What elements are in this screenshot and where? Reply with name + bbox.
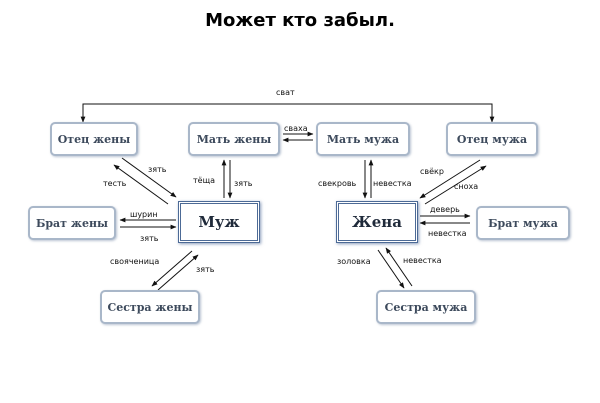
node-husband: Муж <box>178 201 260 243</box>
node-wife-mother: Мать жены <box>188 122 280 156</box>
label-zyat-2: зять <box>234 179 253 188</box>
svoyachenitsa-arrow <box>151 250 193 287</box>
label-nevestka-2: невестка <box>428 229 467 238</box>
node-husband-sister: Сестра мужа <box>376 290 476 324</box>
page-title: Может кто забыл. <box>205 10 395 31</box>
zolovka-arrow <box>377 249 405 289</box>
label-zyat-4: зять <box>196 265 215 274</box>
label-nevestka-1: невестка <box>373 179 412 188</box>
zyat-arrow-1 <box>121 157 177 198</box>
node-wife-brother: Брат жены <box>28 206 116 240</box>
node-wife-sister: Сестра жены <box>100 290 200 324</box>
label-svekrov: свекровь <box>318 179 357 188</box>
label-svat: сват <box>276 88 295 97</box>
node-wife: Жена <box>336 201 418 243</box>
svyokr-arrow <box>419 159 481 199</box>
label-shurin: шурин <box>130 210 158 219</box>
label-snokha: сноха <box>454 182 479 191</box>
node-wife-father: Отец жены <box>50 122 138 156</box>
label-svakha: сваха <box>284 124 308 133</box>
label-svoyachenitsa: свояченица <box>110 257 160 266</box>
label-zyat-1: зять <box>148 165 167 174</box>
snokha-arrow <box>424 165 487 205</box>
nevestka-arrow-3 <box>385 247 413 287</box>
label-dever: деверь <box>430 205 460 214</box>
node-husband-mother: Мать мужа <box>316 122 410 156</box>
node-husband-brother: Брат мужа <box>476 206 570 240</box>
label-zolovka: золовка <box>337 257 371 266</box>
label-test: тесть <box>103 179 127 188</box>
node-husband-father: Отец мужа <box>446 122 538 156</box>
label-zyat-3: зять <box>140 234 159 243</box>
label-tyoshcha: тёща <box>193 176 216 185</box>
label-svyokr: свёкр <box>420 167 444 176</box>
test-arrow <box>113 164 169 205</box>
zyat-arrow-4 <box>157 254 199 291</box>
svat-connector <box>80 103 495 123</box>
label-nevestka-3: невестка <box>403 256 442 265</box>
